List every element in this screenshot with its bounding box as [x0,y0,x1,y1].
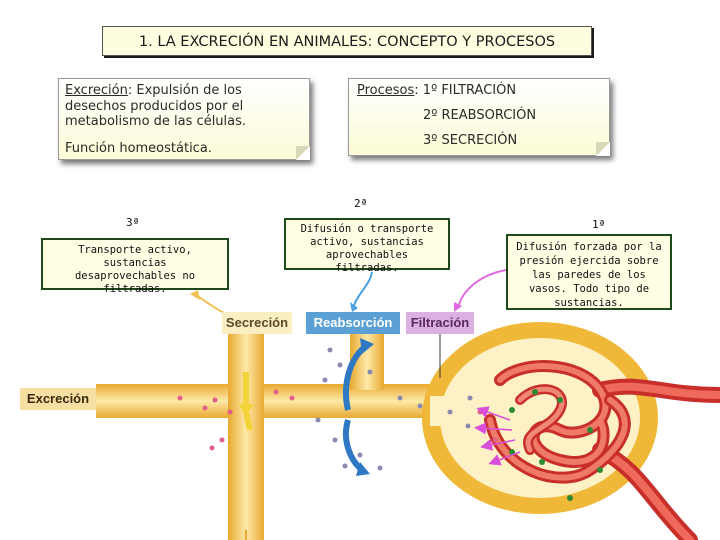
secrecion-tag: Secreción [222,312,292,334]
step-3-number: 3ª [126,216,140,229]
secretion-arrows [238,372,254,431]
concept-function: Función homeostática. [65,141,212,156]
page-fold [596,142,610,156]
step-2-number: 2ª [354,197,368,210]
tubule [96,330,476,540]
connectors [190,269,507,378]
molecules [177,347,603,501]
filtration-arrows [474,406,521,466]
processes-label: Procesos [357,83,415,98]
process-1: Procesos: 1º FILTRACIÓN [357,83,516,98]
step-2-box: Difusión o transporte activo, sustancias… [284,218,450,274]
concept-definition: Excreción: Expulsión de los desechos pro… [65,83,303,130]
glomerulus [484,360,720,540]
step-3-box: Transporte activo, sustancias desaprovec… [41,238,229,295]
concept-definition-text: : Expulsión de los desechos producidos p… [65,83,247,129]
page-title: 1. LA EXCRECIÓN EN ANIMALES: CONCEPTO Y … [102,26,592,56]
page-fold [296,146,310,160]
step-1-box: Difusión forzada por la presión ejercida… [506,234,672,310]
process-3: 3º SECRECIÓN [423,133,518,148]
filtracion-tag: Filtración [406,312,474,334]
step-1-number: 1ª [592,218,606,231]
process-2: 2º REABSORCIÓN [423,108,537,123]
step-1-text: Difusión forzada por la presión ejercida… [516,241,662,309]
reabsorcion-tag: Reabsorción [306,312,400,334]
process-1-text: : 1º FILTRACIÓN [414,83,517,98]
excrecion-tag: Excreción [20,388,96,410]
processes-card: Procesos: 1º FILTRACIÓN 2º REABSORCIÓN 3… [348,78,610,156]
concept-term: Excreción [65,83,128,98]
reabsorption-arrows [342,338,374,476]
concept-card: Excreción: Expulsión de los desechos pro… [58,78,310,160]
